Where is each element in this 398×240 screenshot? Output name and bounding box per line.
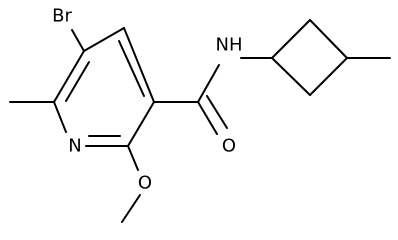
bond-cb2-cb3 bbox=[309, 19, 348, 59]
atom-label-bromine: Br bbox=[52, 6, 72, 27]
bond-c5-c6 bbox=[127, 101, 155, 147]
atom-label-ether-oxygen: O bbox=[138, 173, 152, 194]
bond-n1-c2 bbox=[53, 101, 67, 133]
bond-cb1-cb2 bbox=[271, 19, 311, 59]
bond-c6-o-ether bbox=[127, 145, 139, 171]
bond-c4-c5 bbox=[123, 27, 155, 103]
molecule-diagram: Br N NH O O bbox=[9, 6, 391, 223]
bond-c4-c5-double bbox=[118, 40, 145, 97]
bond-c2-c3 bbox=[53, 50, 85, 103]
bond-c2-c3-double bbox=[65, 61, 90, 102]
bond-c3-br bbox=[71, 29, 85, 52]
atom-label-amide-nh: NH bbox=[216, 35, 243, 56]
bond-c3-c4 bbox=[83, 27, 125, 52]
cyclobutyl-ring bbox=[271, 19, 348, 96]
atom-label-ring-nitrogen: N bbox=[68, 136, 81, 157]
pyridine-ring bbox=[53, 27, 155, 147]
bond-cb4-cb1 bbox=[271, 57, 311, 96]
bond-carbonyl-o-double bbox=[206, 95, 228, 129]
bond-carbonyl-o bbox=[197, 101, 218, 135]
bond-carbonyl-nh bbox=[197, 64, 220, 103]
atom-label-carbonyl-oxygen: O bbox=[222, 136, 236, 157]
bond-cb3-cb4 bbox=[309, 57, 348, 96]
bond-o-methyl bbox=[121, 194, 141, 223]
